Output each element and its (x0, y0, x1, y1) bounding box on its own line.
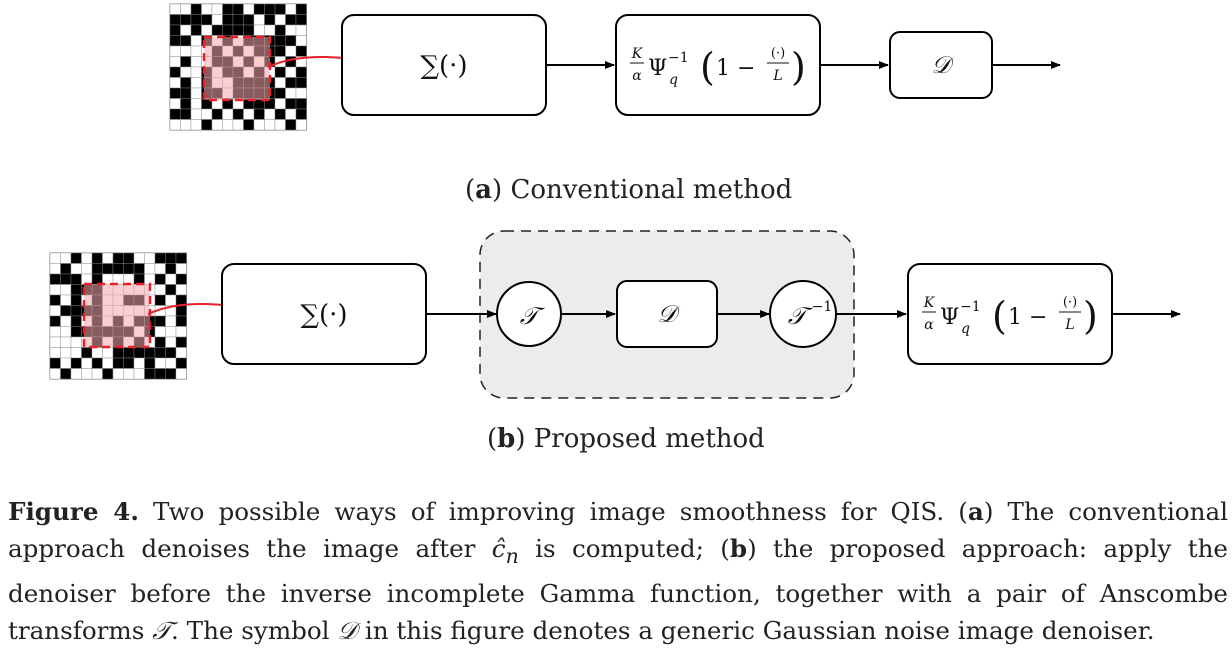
svg-text:(·): (·) (1063, 295, 1077, 310)
svg-text:q: q (669, 72, 678, 88)
svg-text:−1: −1 (960, 299, 981, 315)
sum-label-b: ∑(·) (300, 300, 347, 330)
highlight-window-b (82, 282, 152, 349)
svg-text:−1: −1 (812, 299, 833, 315)
svg-text:K: K (923, 295, 936, 311)
svg-text:1 −: 1 − (716, 56, 755, 81)
sum-label-a: ∑(·) (420, 51, 467, 81)
svg-text:L: L (1064, 317, 1074, 333)
svg-text:α: α (924, 317, 934, 333)
inverse-gamma-label-a: K α Ψ −1 q ( 1 − (·) L ) (630, 45, 806, 89)
svg-text:q: q (961, 321, 970, 337)
svg-text:): ) (1083, 294, 1098, 338)
svg-text:(: ( (992, 294, 1007, 338)
highlight-window-a (202, 35, 272, 102)
caption-label: Figure 4. (8, 497, 139, 526)
svg-text:): ) (791, 45, 806, 89)
svg-text:Ψ: Ψ (648, 56, 667, 81)
subcaption-a: (a) Conventional method (465, 175, 793, 205)
svg-text:L: L (772, 68, 782, 84)
svg-text:(: ( (700, 45, 715, 89)
svg-text:−1: −1 (668, 50, 689, 66)
svg-text:1 −: 1 − (1008, 305, 1047, 330)
svg-text:K: K (631, 46, 644, 62)
svg-text:α: α (632, 68, 642, 84)
subcaption-b: (b) Proposed method (487, 424, 765, 454)
figure-diagram: ∑(·) K α Ψ −1 q ( 1 − (·) L ) 𝒟 ∑(·) 𝒯 𝒟… (49, 3, 1181, 399)
figure-caption: Figure 4. Two possible ways of improving… (8, 497, 1228, 645)
svg-text:(·): (·) (771, 46, 785, 61)
inverse-gamma-label-b: K α Ψ −1 q ( 1 − (·) L ) (922, 294, 1098, 338)
svg-text:Ψ: Ψ (940, 305, 959, 330)
